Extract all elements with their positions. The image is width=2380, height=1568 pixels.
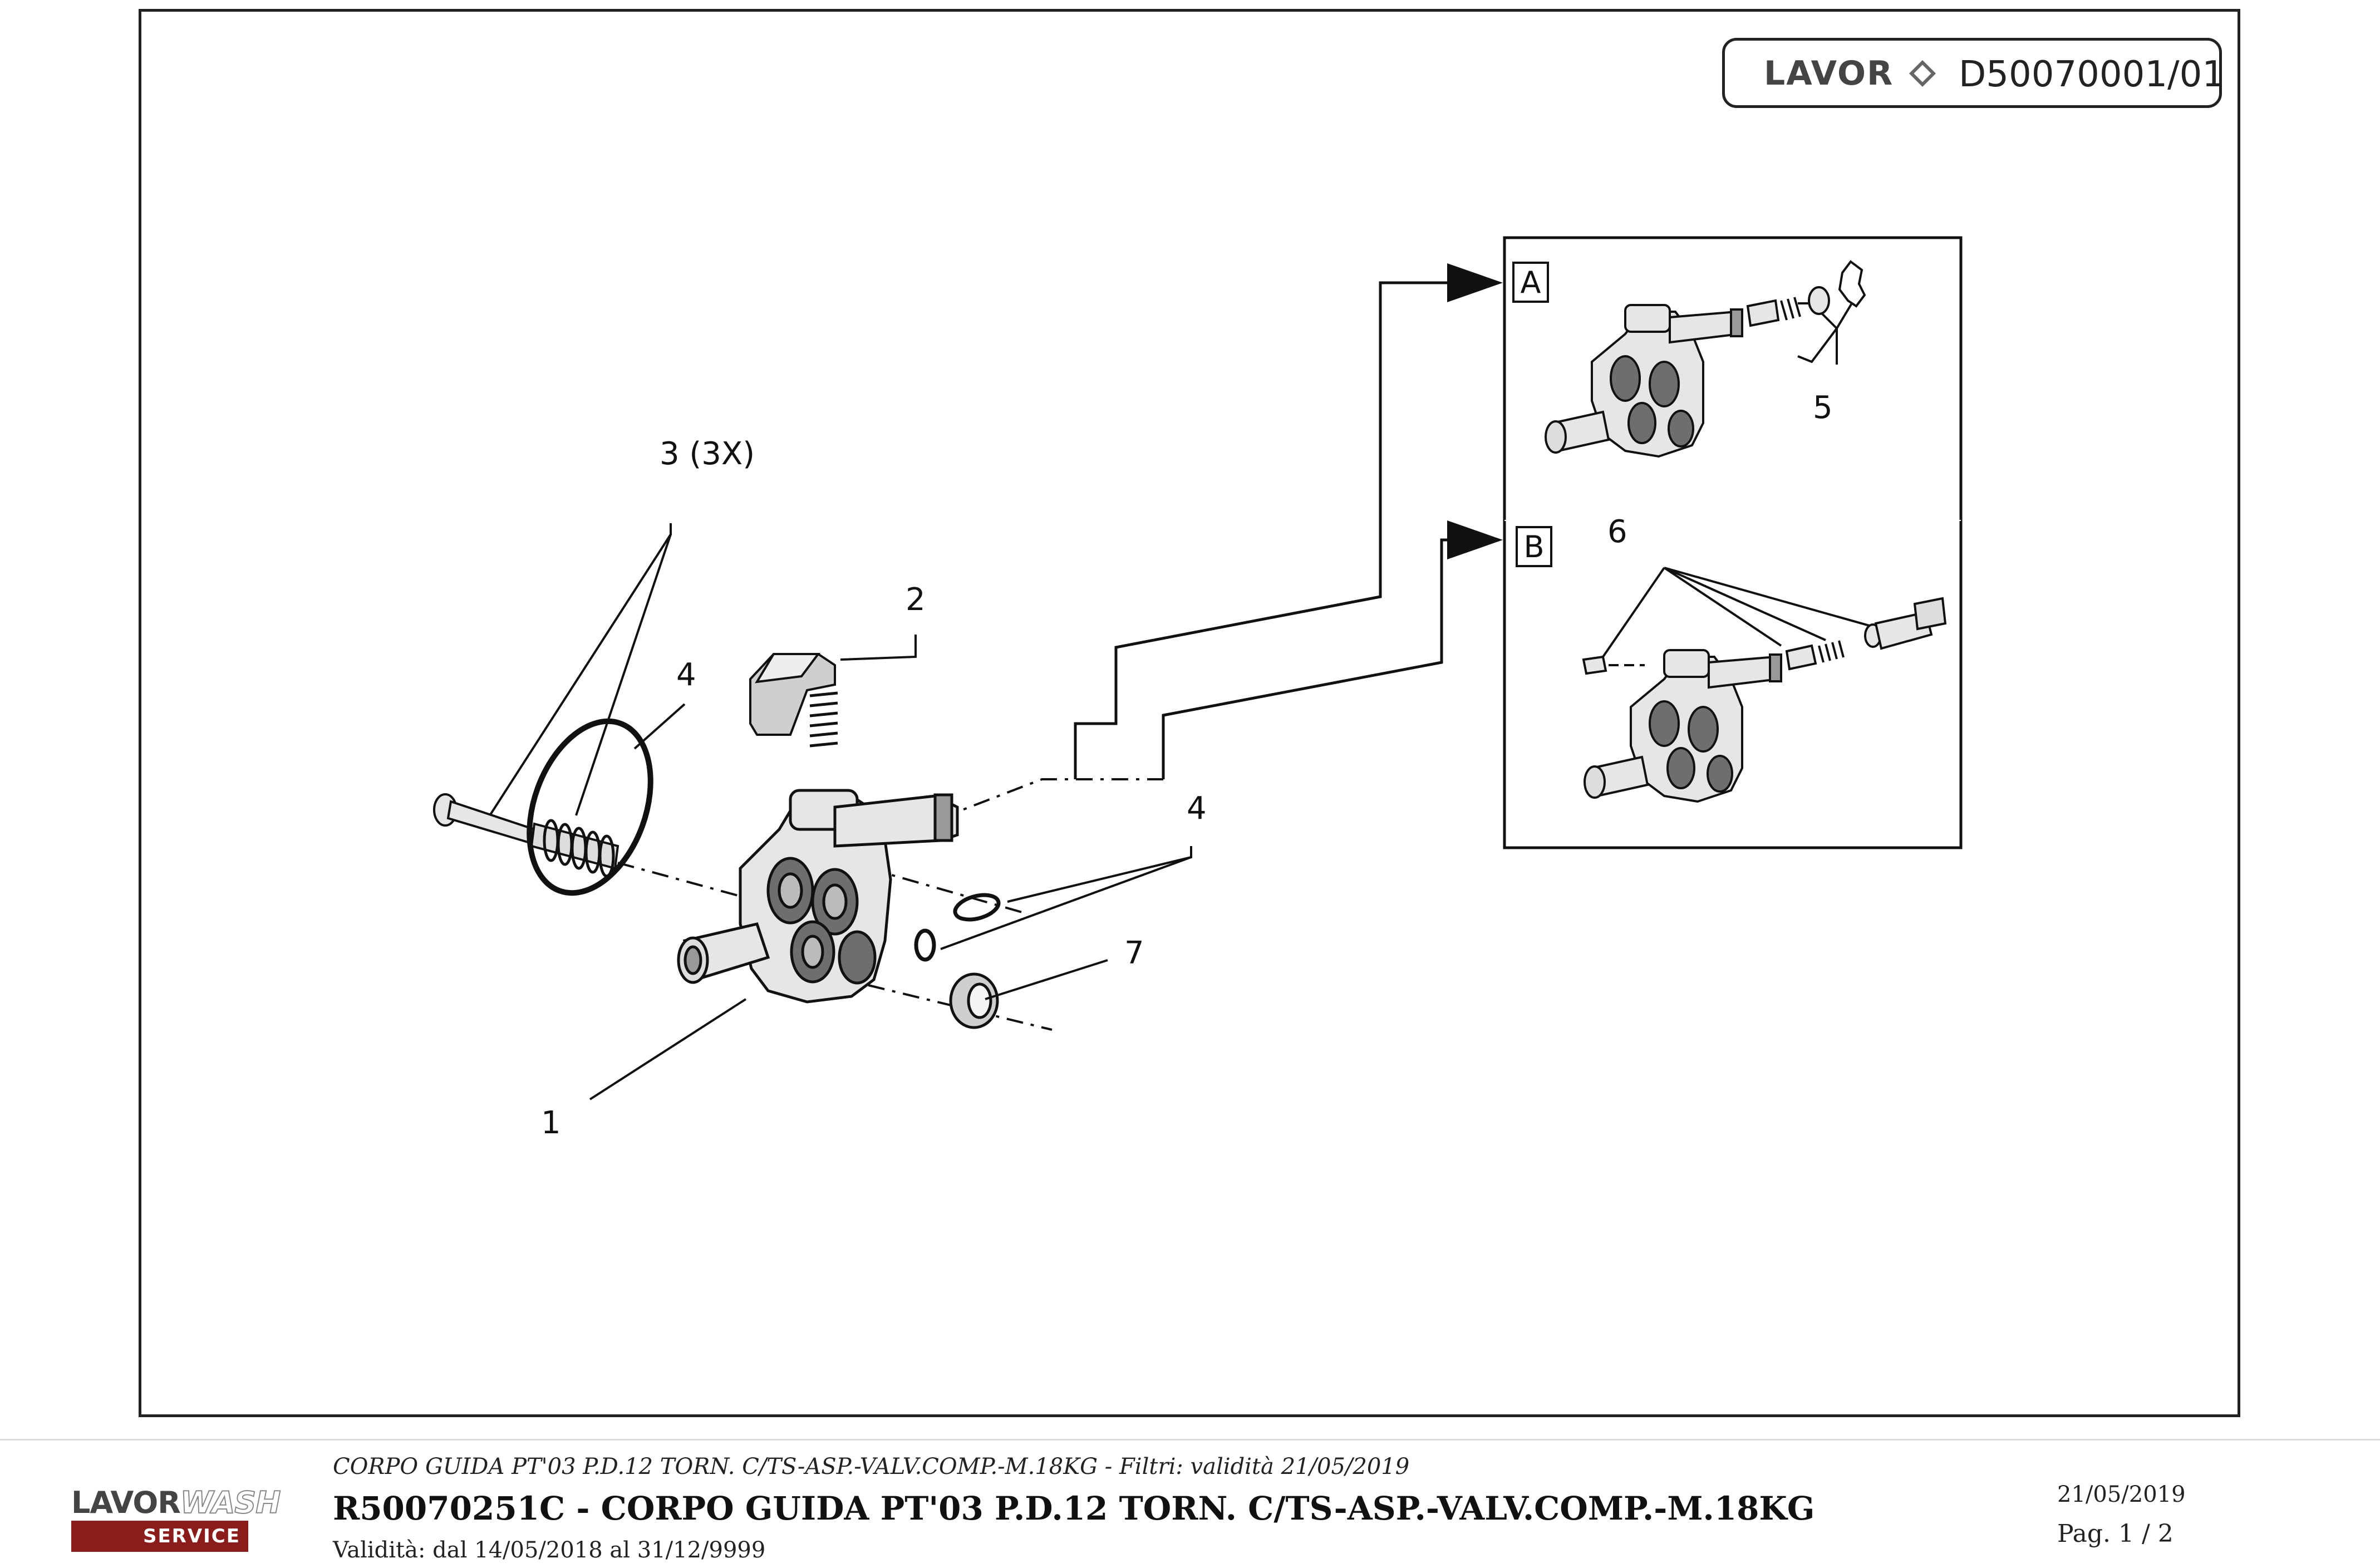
part-2-spring: [809, 691, 838, 748]
detail-views-frame: [1503, 236, 1963, 849]
brand-logo: LAVOR: [1764, 54, 1894, 93]
footer-date: 21/05/2019: [2057, 1482, 2186, 1507]
callout-5: 5: [1813, 390, 1833, 426]
callout-3: 3 (3X): [660, 436, 755, 472]
connector-to-view-a: [1074, 263, 1503, 779]
logo-word-wash: WASH: [180, 1485, 282, 1520]
title-badge: LAVOR D50070001/01: [1722, 38, 2225, 108]
logo-word-lavor: LAVOR: [71, 1485, 181, 1520]
lavorwash-service-logo: LAVORWASH SERVICE: [71, 1485, 281, 1554]
drawing-frame: [139, 9, 2240, 1417]
drawing-code: D50070001/01: [1959, 54, 2225, 95]
callout-4-o-rings: 4: [1187, 790, 1207, 827]
part-3-pin: [433, 793, 619, 870]
footer-subtitle: CORPO GUIDA PT'03 P.D.12 TORN. C/TS-ASP.…: [333, 1454, 1410, 1479]
connector-to-view-b: [1162, 520, 1503, 779]
leader-lines: [489, 299, 1882, 1100]
view-label-b: B: [1516, 526, 1552, 567]
part-7-washer: [949, 972, 999, 1029]
callout-7: 7: [1124, 935, 1144, 971]
view-label-a: A: [1512, 262, 1549, 303]
callout-4-ring: 4: [676, 657, 696, 693]
view-b-pump: [1584, 649, 1782, 803]
view-b-components: [1582, 597, 1947, 675]
callout-1: 1: [541, 1105, 561, 1141]
footer-title: R50070251C - CORPO GUIDA PT'03 P.D.12 TO…: [333, 1490, 1815, 1527]
logo-service-band: SERVICE: [71, 1521, 248, 1552]
footer-divider: [0, 1439, 2380, 1441]
assembly-axes: [617, 862, 1053, 1031]
part-4-ring: [527, 718, 653, 896]
callout-6: 6: [1607, 514, 1627, 550]
view-a-pump: [1545, 304, 1743, 458]
part-4-o-ring-b: [914, 928, 936, 962]
footer-validity: Validità: dal 14/05/2018 al 31/12/9999: [333, 1537, 766, 1563]
part-2-bracket: [749, 653, 836, 736]
pump-body: [677, 789, 959, 1004]
part-4-o-ring-a: [953, 893, 1001, 922]
axis-dash-line: [940, 778, 1163, 819]
view-a-components: [1746, 260, 1866, 327]
callout-2: 2: [906, 582, 926, 618]
page-indicator: Pag. 1 / 2: [2057, 1520, 2174, 1548]
